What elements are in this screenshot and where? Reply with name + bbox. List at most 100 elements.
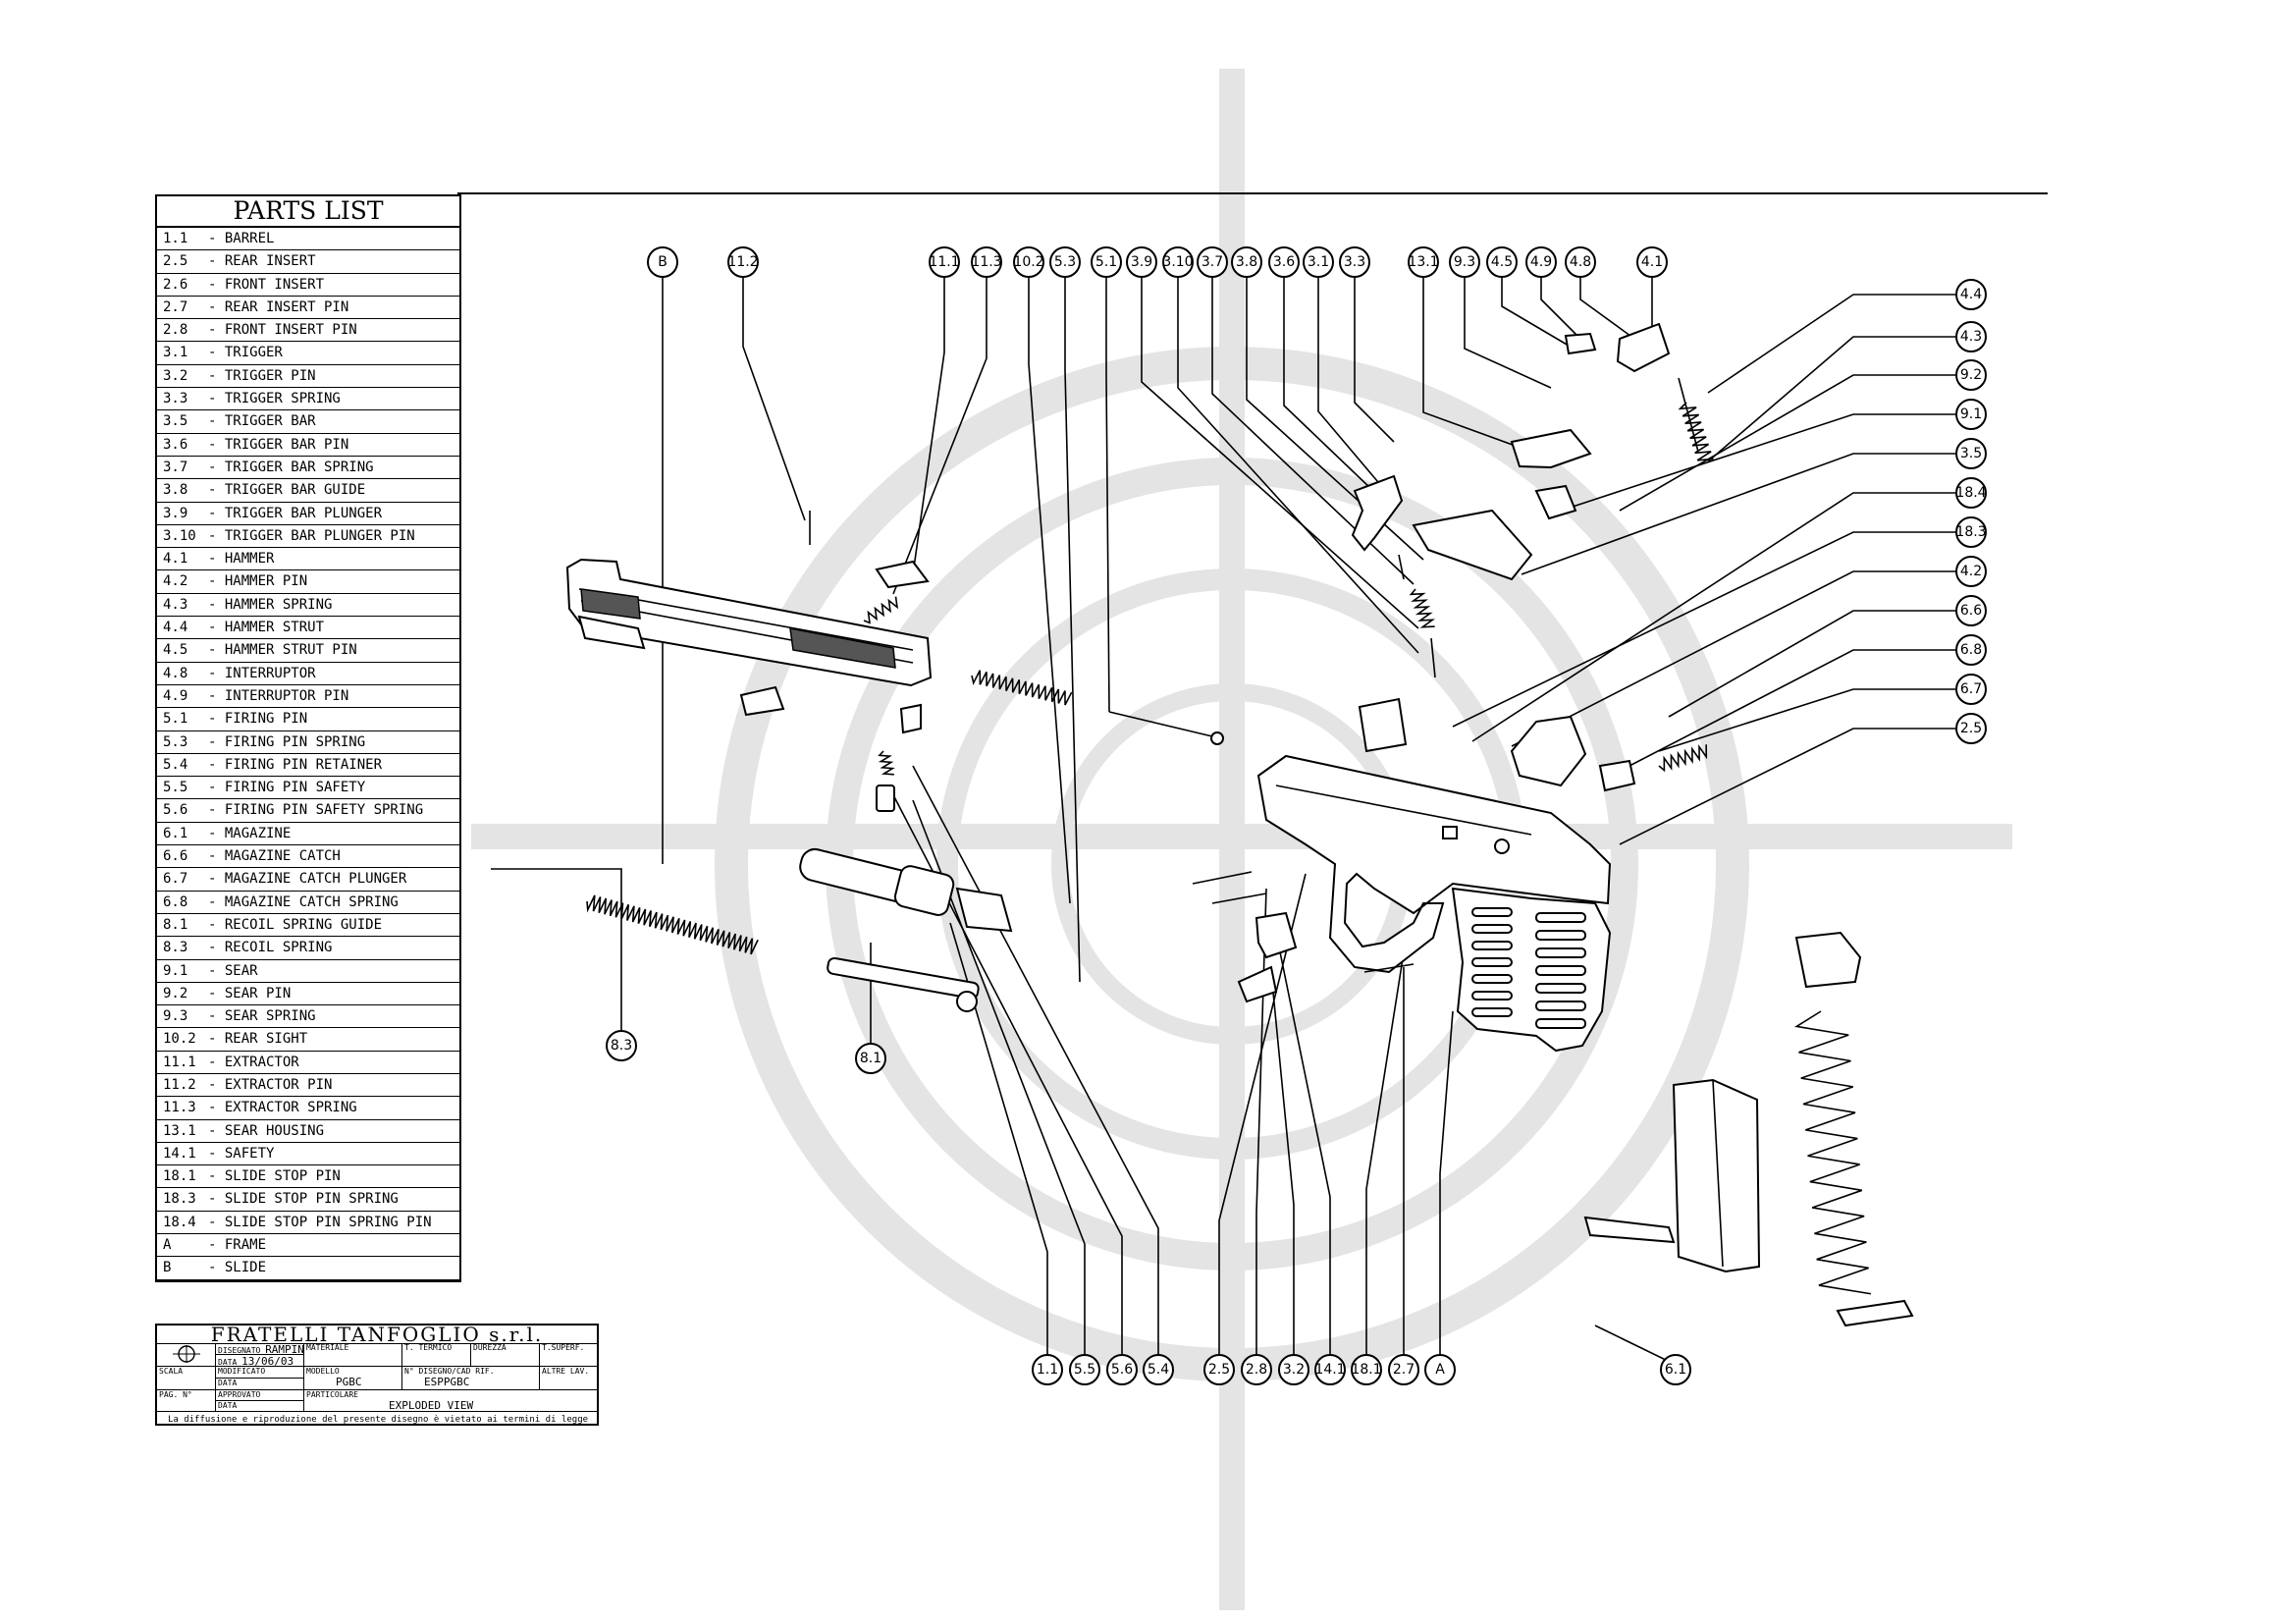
callout-label: 3.7	[1201, 254, 1223, 270]
parts-list-row: 11.3- EXTRACTOR SPRING	[157, 1097, 459, 1120]
callout-marker: 11.1	[929, 246, 960, 278]
parts-list-row: 3.5- TRIGGER BAR	[157, 410, 459, 434]
part-name: SEAR	[224, 962, 258, 979]
callout-marker: 2.8	[1241, 1354, 1272, 1385]
callout-marker: 3.7	[1197, 246, 1228, 278]
part-code: 8.3	[163, 940, 188, 956]
callout-circle	[1955, 595, 1987, 626]
callout-label: 3.9	[1131, 254, 1152, 270]
grip-groove	[1535, 947, 1586, 958]
leader-line	[742, 277, 806, 521]
callout-circle	[1955, 477, 1987, 509]
modificato-label: MODIFICATO	[218, 1367, 266, 1376]
part-name: TRIGGER BAR PLUNGER PIN	[224, 527, 415, 544]
particolare-label: PARTICOLARE	[306, 1390, 358, 1399]
part-name: TRIGGER SPRING	[224, 391, 341, 407]
callout-label: 3.3	[1344, 254, 1365, 270]
part-name: SLIDE STOP PIN SPRING PIN	[224, 1214, 432, 1230]
leader-line	[1365, 951, 1405, 1355]
leader-line	[912, 799, 1086, 1355]
part-name: FIRING PIN SAFETY SPRING	[224, 802, 424, 819]
pag-cell: PAG. N°	[157, 1390, 216, 1412]
part-code: B	[163, 1260, 172, 1276]
part-code: 4.3	[163, 596, 188, 613]
callout-circle	[1525, 246, 1557, 278]
callout-circle	[1955, 516, 1987, 548]
callout-circle	[1303, 246, 1334, 278]
callout-circle	[1388, 1354, 1419, 1385]
part-code: 9.1	[163, 962, 188, 979]
leader-line	[1105, 277, 1110, 713]
callout-marker: A	[1424, 1354, 1456, 1385]
parts-list-row: 13.1- SEAR HOUSING	[157, 1120, 459, 1143]
callout-marker: 3.10	[1162, 246, 1194, 278]
callout-marker: 9.2	[1955, 359, 1987, 391]
parts-list-row: 5.1- FIRING PIN	[157, 708, 459, 731]
part-code: 4.9	[163, 687, 188, 704]
callout-label: A	[1435, 1362, 1445, 1378]
grip-texture	[1471, 924, 1513, 934]
part-code: 1.1	[163, 231, 188, 246]
callout-marker: 11.2	[727, 246, 759, 278]
callout-circle	[1955, 674, 1987, 705]
callout-label: 9.1	[1960, 406, 1982, 422]
callout-label: 5.3	[1054, 254, 1076, 270]
callout-label: 10.2	[1013, 254, 1043, 270]
callout-circle	[1636, 246, 1668, 278]
frame-part	[1256, 754, 1612, 974]
grip-groove	[1535, 983, 1586, 994]
materiale-label: MATERIALE	[306, 1343, 349, 1352]
callout-circle	[1162, 246, 1194, 278]
part-code: 18.3	[163, 1191, 196, 1208]
company-name: FRATELLI TANFOGLIO s.r.l.	[157, 1325, 597, 1344]
part-code: 6.8	[163, 893, 188, 910]
callout-circle	[1268, 246, 1300, 278]
grip-texture	[1471, 941, 1513, 950]
leader-line	[1218, 873, 1307, 1355]
callout-marker: 5.4	[1143, 1354, 1174, 1385]
part-name: MAGAZINE CATCH SPRING	[224, 893, 399, 910]
parts-list-row: 10.2- REAR SIGHT	[157, 1028, 459, 1052]
part-name: SLIDE STOP PIN SPRING	[224, 1191, 399, 1208]
disegnato-label: DISEGNATO	[218, 1346, 261, 1355]
callout-marker: 4.5	[1486, 246, 1518, 278]
part-name: FIRING PIN	[224, 711, 308, 728]
callout-label: 9.3	[1454, 254, 1475, 270]
ndisegno-cell: N° DISEGNO/CAD RIF.ESPPGBC	[402, 1367, 540, 1390]
callout-marker: 5.5	[1069, 1354, 1100, 1385]
parts-list-row: 4.8- INTERRUPTOR	[157, 663, 459, 685]
part-code: 3.3	[163, 391, 188, 407]
rear-sight-part	[739, 685, 785, 717]
parts-list-row: 2.8- FRONT INSERT PIN	[157, 319, 459, 343]
callout-circle	[1049, 246, 1081, 278]
callout-label: 3.5	[1960, 446, 1982, 461]
part-name: REAR INSERT PIN	[224, 298, 349, 315]
top-border-line	[457, 192, 2048, 194]
part-code: 6.1	[163, 825, 188, 841]
callout-circle	[971, 246, 1002, 278]
callout-circle	[1955, 399, 1987, 430]
part-name: FIRING PIN SPRING	[224, 733, 366, 750]
part-code: 4.5	[163, 642, 188, 659]
part-code: 3.7	[163, 459, 188, 475]
part-name: TRIGGER BAR GUIDE	[224, 482, 366, 499]
leader-line	[1439, 1010, 1454, 1355]
parts-list-row: 18.4- SLIDE STOP PIN SPRING PIN	[157, 1212, 459, 1235]
part-name: MAGAZINE CATCH PLUNGER	[224, 871, 407, 888]
approvato-label: APPROVATO	[218, 1390, 261, 1399]
grip-groove	[1535, 912, 1586, 923]
parts-list-row: 2.6- FRONT INSERT	[157, 274, 459, 297]
callout-circle	[1955, 713, 1987, 744]
callout-label: 2.5	[1960, 721, 1982, 736]
callout-circle	[1278, 1354, 1309, 1385]
disclaimer-text: La diffusione e riproduzione del present…	[167, 1415, 589, 1425]
callout-circle	[1231, 246, 1262, 278]
callout-marker: 3.5	[1955, 438, 1987, 469]
parts-list-row: 5.4- FIRING PIN RETAINER	[157, 754, 459, 778]
callout-label: 13.1	[1408, 254, 1438, 270]
parts-list-row: A- FRAME	[157, 1234, 459, 1258]
grip-groove	[1535, 1018, 1586, 1029]
